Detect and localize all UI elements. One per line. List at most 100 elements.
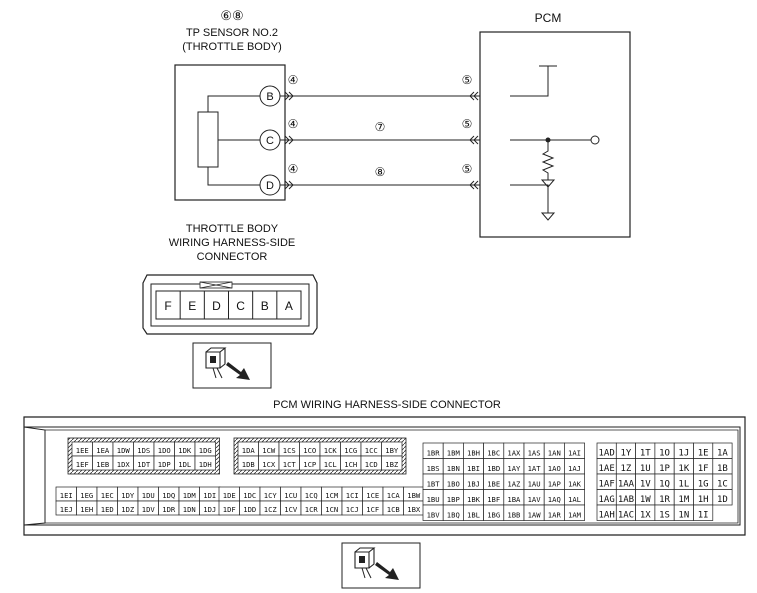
terminal-1f: 1F <box>698 464 709 474</box>
connector-chevron <box>284 91 294 101</box>
terminal-1bu: 1BU <box>427 495 440 504</box>
pcm-pin-note: ⑤ <box>462 162 473 176</box>
terminal-1bj: 1BJ <box>467 479 480 488</box>
sensor-pin-c: C <box>266 135 274 147</box>
sensor-title: TP SENSOR NO.2 <box>186 27 278 39</box>
terminal-1s: 1S <box>659 510 670 520</box>
terminal-1bp: 1BP <box>447 495 460 504</box>
terminal-1bd: 1BD <box>487 464 500 473</box>
terminal-1dp: 1DP <box>158 460 171 469</box>
terminal-1au: 1AU <box>528 479 541 488</box>
connector-chevron <box>284 180 294 190</box>
terminal-1ch: 1CH <box>344 460 357 469</box>
connector-view-icon-1 <box>192 342 272 389</box>
terminal-1cj: 1CJ <box>346 505 359 514</box>
terminal-1du: 1DU <box>142 491 155 500</box>
sensor-internal-wire-d <box>207 167 260 186</box>
terminal-1bc: 1BC <box>487 448 500 457</box>
terminal-1cl: 1CL <box>324 460 337 469</box>
terminal-1by: 1BY <box>385 446 399 455</box>
terminal-1bw: 1BW <box>407 491 421 500</box>
terminal-1ej: 1EJ <box>60 505 73 514</box>
terminal-1c: 1C <box>717 479 728 489</box>
terminal-1dq: 1DQ <box>162 491 175 500</box>
terminal-1cc: 1CC <box>365 446 378 455</box>
throttle-connector-title-3: CONNECTOR <box>197 251 268 263</box>
terminal-1dg: 1DG <box>199 446 212 455</box>
terminal-1z: 1Z <box>621 464 632 474</box>
terminal-1ax: 1AX <box>507 448 521 457</box>
wire-note-c: ⑦ <box>375 120 386 134</box>
pcm-signal-terminal-icon <box>590 135 600 145</box>
terminal-1ag: 1AG <box>599 495 615 505</box>
terminal-1dm: 1DM <box>183 491 197 500</box>
terminal-1db: 1DB <box>242 460 255 469</box>
terminal-1ei: 1EI <box>60 491 73 500</box>
throttle-terminal-c: C <box>236 299 245 313</box>
connector-chevron <box>284 135 294 145</box>
terminal-1ec: 1EC <box>101 491 114 500</box>
connector-cell <box>712 489 733 506</box>
terminal-1dk: 1DK <box>178 446 192 455</box>
wire-note-d: ⑧ <box>375 165 386 179</box>
terminal-1n: 1N <box>678 510 689 520</box>
terminal-1bs: 1BS <box>427 464 440 473</box>
throttle-connector-title-1: THROTTLE BODY <box>186 223 279 235</box>
terminal-1bh: 1BH <box>467 448 480 457</box>
terminal-1dc: 1DC <box>243 491 256 500</box>
terminal-1o: 1O <box>659 448 670 458</box>
connector-cell <box>381 455 403 471</box>
throttle-terminal-d: D <box>212 299 221 313</box>
terminal-1dw: 1DW <box>117 446 131 455</box>
terminal-1cp: 1CP <box>303 460 316 469</box>
terminal-1eb: 1EB <box>96 460 109 469</box>
pcm-ground-icon-1 <box>540 179 556 188</box>
terminal-1cx: 1CX <box>262 460 276 469</box>
terminal-1bf: 1BF <box>487 495 500 504</box>
terminal-1bg: 1BG <box>487 510 500 519</box>
terminal-1cm: 1CM <box>325 491 339 500</box>
pcm-connector-title: PCM WIRING HARNESS-SIDE CONNECTOR <box>273 399 501 411</box>
terminal-1al: 1AL <box>568 495 581 504</box>
terminal-1cz: 1CZ <box>264 505 278 514</box>
terminal-1cg: 1CG <box>344 446 357 455</box>
terminal-1cq: 1CQ <box>305 491 318 500</box>
terminal-1br: 1BR <box>427 448 441 457</box>
terminal-1co: 1CO <box>303 446 316 455</box>
terminal-1bo: 1BO <box>447 479 460 488</box>
terminal-1a: 1A <box>717 448 728 458</box>
pcm-ground-icon-2 <box>540 212 556 221</box>
terminal-1bm: 1BM <box>447 448 461 457</box>
terminal-1dd: 1DD <box>243 505 256 514</box>
terminal-1cu: 1CU <box>284 491 297 500</box>
connector-cell <box>693 504 714 521</box>
terminal-1bq: 1BQ <box>447 510 460 519</box>
terminal-1ca: 1CA <box>387 491 401 500</box>
connector-chevron <box>469 135 479 145</box>
terminal-1be: 1BE <box>487 479 500 488</box>
terminal-1ds: 1DS <box>137 446 150 455</box>
terminal-1r: 1R <box>659 495 670 505</box>
pcm-circuit-1bq <box>510 184 549 213</box>
terminal-1aj: 1AJ <box>568 464 581 473</box>
terminal-1cv: 1CV <box>284 505 298 514</box>
terminal-1cy: 1CY <box>264 491 278 500</box>
terminal-1dn: 1DN <box>183 505 196 514</box>
throttle-terminal-f: F <box>164 299 171 313</box>
terminal-1de: 1DE <box>223 491 236 500</box>
terminal-1bn: 1BN <box>447 464 460 473</box>
terminal-1az: 1AZ <box>507 479 521 488</box>
terminal-1aw: 1AW <box>528 510 542 519</box>
terminal-1b: 1B <box>717 464 728 474</box>
terminal-1v: 1V <box>640 479 651 489</box>
sensor-resistor <box>197 111 219 168</box>
terminal-1cw: 1CW <box>262 446 276 455</box>
